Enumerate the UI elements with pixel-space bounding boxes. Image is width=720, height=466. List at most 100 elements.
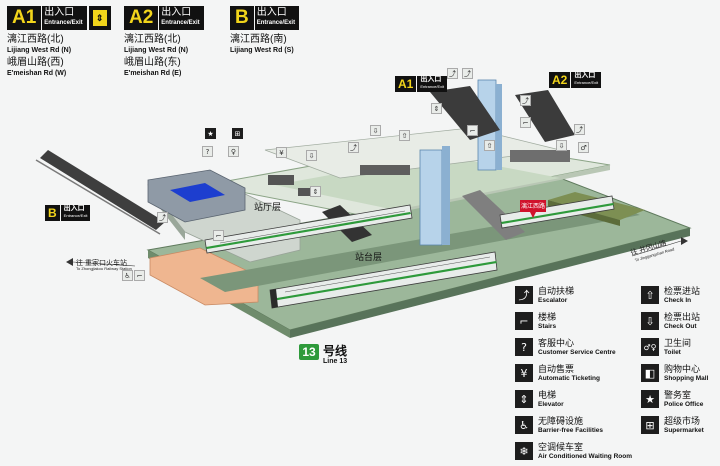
- legend-label-zh: 楼梯: [538, 312, 557, 322]
- legend-label-en: Check Out: [664, 323, 697, 330]
- line-13-label: 13 号线 Line 13: [299, 344, 347, 366]
- escalator-icon: ⤴: [447, 68, 458, 79]
- legend-label-en: Supermarket: [664, 427, 704, 434]
- station-name-tag: 漓江西路: [521, 204, 546, 210]
- elevator-icon: ⇕: [310, 186, 321, 197]
- check-in-icon: ⇧: [399, 130, 410, 141]
- direction-left-zh: 往 重家口火车站: [76, 260, 127, 267]
- stairs-concourse-platform: [322, 205, 372, 242]
- legend-label-zh: 检票出站: [664, 312, 701, 322]
- legend-label-zh: 自动售票: [538, 364, 575, 374]
- legend-label-zh: 自动扶梯: [538, 286, 575, 296]
- direction-left-en: To Zhongjiakou Railway Station: [76, 266, 132, 271]
- road-name-zh: 漓江西路(北): [124, 34, 181, 45]
- toilet-icon: ♂♀: [641, 338, 659, 356]
- road-name-en: Lijiang West Rd (N): [7, 47, 72, 54]
- stairs-icon: ⌐: [213, 230, 224, 241]
- line-number: 13: [299, 344, 319, 360]
- entrance-code: A2: [124, 6, 159, 30]
- line-name-zh: 号线: [323, 344, 348, 358]
- legend-label-en: Check In: [664, 297, 692, 304]
- entrance-a1-info: A1 出入口 Entrance/Exit ⇕ 漓江西路(北) Lijiang W…: [7, 6, 111, 78]
- road-name-en: Lijiang West Rd (S): [230, 47, 294, 54]
- elevator-icon: ⇕: [431, 103, 442, 114]
- concourse-level-label: 站厅层: [254, 202, 282, 212]
- legend-label-en: Escalator: [538, 297, 568, 304]
- legend-label-zh: 空调候车室: [538, 442, 584, 452]
- legend-label-zh: 购物中心: [664, 364, 701, 374]
- entrance-label-zh: 出入口: [161, 7, 192, 18]
- legend-label-zh: 超级市场: [664, 416, 701, 426]
- legend-label-zh: 检票进站: [664, 286, 701, 296]
- legend-label-en: Barrier-free Facilities: [538, 427, 604, 434]
- elevator-icon: ⇕: [515, 390, 533, 408]
- escalator-icon: ⤴: [157, 212, 168, 223]
- stairs-icon: ⌐: [134, 270, 145, 281]
- platform-level-label: 站台层: [355, 252, 383, 262]
- line-name-en: Line 13: [323, 358, 348, 365]
- entrance-label-en: Entrance/Exit: [44, 20, 83, 26]
- central-column: [419, 149, 443, 246]
- road-name-en: Lijiang West Rd (N): [124, 47, 189, 54]
- equipment-room: [149, 247, 259, 306]
- legend-label-zh: 警务室: [664, 390, 692, 400]
- legend-label-en: Customer Service Centre: [538, 349, 616, 356]
- road-name-zh: 漓江西路(南): [230, 34, 287, 45]
- police-icon: ★: [641, 390, 659, 408]
- legend-label-zh: 无障碍设施: [538, 416, 584, 426]
- ticketing-icon: ¥: [515, 364, 533, 382]
- check-out-icon: ⇩: [641, 312, 659, 330]
- legend-label-zh: 客服中心: [538, 338, 575, 348]
- legend-label-en: Toilet: [664, 349, 681, 356]
- legend-label-en: Air Conditioned Waiting Room: [538, 453, 632, 460]
- direction-left-label: 往 重家口火车站: [76, 258, 146, 268]
- stairs-icon: ⌐: [467, 125, 478, 136]
- entrance-label-zh: 出入口: [256, 7, 287, 18]
- legend-label-en: Stairs: [538, 323, 557, 330]
- road-name-zh: 峨眉山路(西): [7, 57, 64, 68]
- check-in-icon: ⇧: [484, 140, 495, 151]
- entrance-b-info: B 出入口 Entrance/Exit 漓江西路(南) Lijiang West…: [230, 6, 300, 55]
- stairs-icon: ⌐: [515, 312, 533, 330]
- legend-label-en: Automatic Ticketing: [538, 375, 601, 382]
- legend-label-en: Shopping Mall: [664, 375, 709, 382]
- entrance-code: A1: [7, 6, 42, 30]
- customer-service-icon: ?: [202, 146, 213, 157]
- escalator-icon: ⤴: [520, 95, 531, 106]
- road-name-zh: 漓江西路(北): [7, 34, 64, 45]
- toilet-icon: ♂: [578, 142, 589, 153]
- direction-arrow-left: [66, 258, 73, 266]
- ticketing-icon: ¥: [276, 147, 287, 158]
- customer-service-icon: ?: [515, 338, 533, 356]
- elevator-icon: ⇕: [88, 6, 111, 30]
- stairs-icon: ⌐: [520, 117, 531, 128]
- train-lower: [269, 251, 498, 309]
- entrance-a2-info: A2 出入口 Entrance/Exit 漓江西路(北) Lijiang Wes…: [124, 6, 204, 78]
- escalator-icon: ⤴: [574, 124, 585, 135]
- elevator-shaft: [477, 79, 497, 171]
- supermarket-icon: ⊞: [641, 416, 659, 434]
- legend-label-en: Police Office: [664, 401, 704, 408]
- legend-label-zh: 电梯: [538, 390, 557, 400]
- accessible-icon: ♿: [122, 270, 133, 281]
- police-icon: ★: [205, 128, 216, 139]
- escalator-icon: ⤴: [462, 68, 473, 79]
- check-in-icon: ⇧: [641, 286, 659, 304]
- escalator-icon: ⤴: [348, 142, 359, 153]
- direction-arrow-right: [681, 237, 688, 245]
- road-name-en: E'meishan Rd (E): [124, 70, 182, 77]
- toilet-icon: ♀: [228, 146, 239, 157]
